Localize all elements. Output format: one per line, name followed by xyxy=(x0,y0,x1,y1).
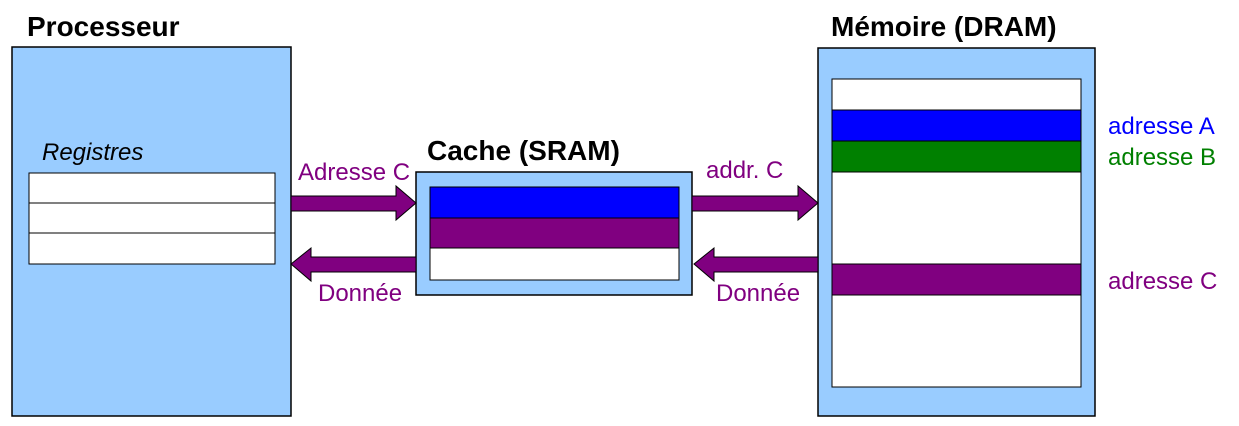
cache-line-blue xyxy=(429,186,680,219)
address-b-label: adresse B xyxy=(1108,144,1216,171)
arrow-memory-to-cache-label: Donnée xyxy=(716,280,800,307)
arrow-cache-to-memory xyxy=(691,184,819,222)
memory-title: Mémoire (DRAM) xyxy=(831,11,1057,42)
cache-line-empty xyxy=(429,247,680,281)
register-3 xyxy=(28,232,276,265)
address-c-label: adresse C xyxy=(1108,268,1217,295)
arrow-cpu-to-cache-label: Adresse C xyxy=(298,159,410,186)
cache-line-purple xyxy=(429,217,680,249)
registers xyxy=(28,172,276,265)
arrow-cpu-to-cache xyxy=(290,184,417,222)
arrow-cache-to-cpu xyxy=(290,246,417,283)
register-2 xyxy=(28,202,276,234)
processor-title: Processeur xyxy=(27,11,180,42)
arrow-cache-to-cpu-label: Donnée xyxy=(318,280,402,307)
cache-title: Cache (SRAM) xyxy=(427,135,620,166)
address-a-label: adresse A xyxy=(1108,113,1215,140)
memory-line-c xyxy=(831,263,1082,296)
memory-line-b xyxy=(831,140,1082,173)
arrow-memory-to-cache xyxy=(693,246,819,283)
arrow-cache-to-memory-label: addr. C xyxy=(706,157,783,184)
memory-line-a xyxy=(831,109,1082,142)
registers-label: Registres xyxy=(42,139,143,166)
register-1 xyxy=(28,172,276,204)
